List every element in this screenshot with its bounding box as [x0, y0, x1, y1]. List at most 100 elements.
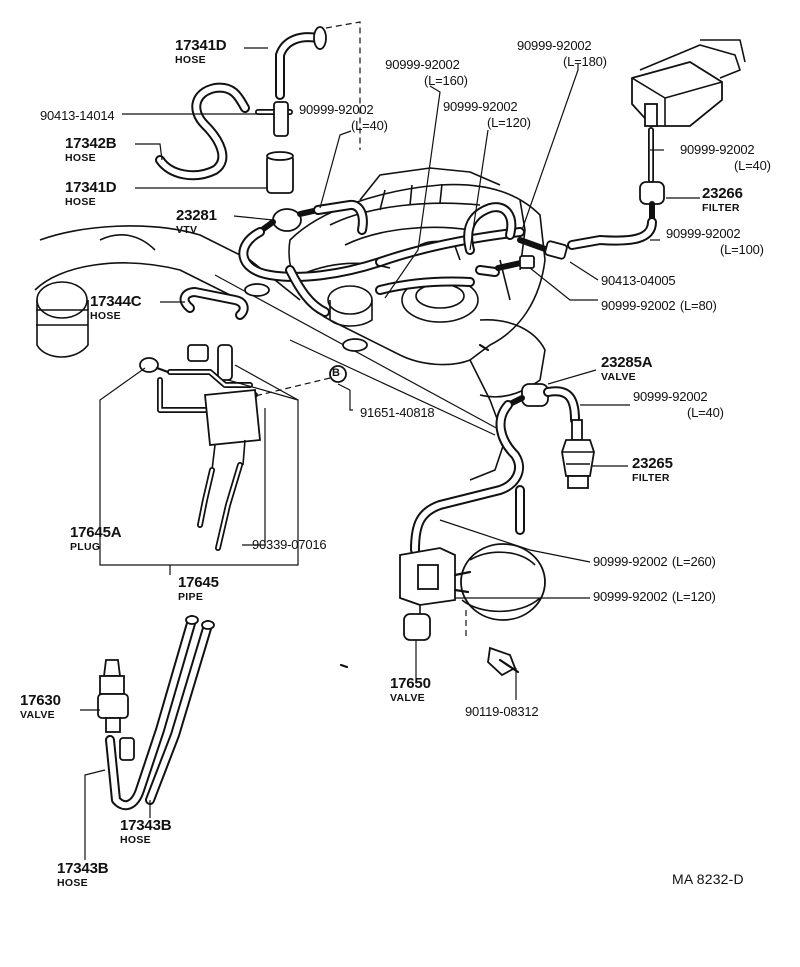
hose-length: (L=260)	[671, 554, 716, 569]
part-type: PLUG	[70, 541, 101, 553]
callout-b-letter: B	[332, 367, 340, 379]
label-90999-l120b: 90999-92002 (L=120)	[593, 589, 716, 605]
part-number: 17630	[20, 692, 61, 709]
label-90999-l100: 90999-92002 (L=100)	[666, 226, 764, 258]
leader-lines	[80, 47, 700, 860]
label-90999-l260: 90999-92002 (L=260)	[593, 554, 716, 570]
part-number: 17343B	[120, 817, 172, 834]
valve-17630-drawing	[97, 659, 129, 733]
label-17342b: 17342B HOSE	[65, 135, 117, 164]
label-17650: 17650 VALVE	[390, 676, 431, 704]
filter-23266-drawing	[639, 127, 665, 225]
connector-90413-14014	[255, 101, 293, 137]
label-23266: 23266 FILTER	[702, 186, 743, 214]
part-number: 90119-08312	[465, 704, 539, 719]
hose-length: (L=160)	[424, 73, 468, 88]
hose-length: (L=40)	[351, 118, 388, 133]
label-17344c: 17344C HOSE	[90, 293, 142, 322]
valve-23285a-drawing	[505, 383, 580, 425]
part-type: VALVE	[601, 371, 636, 383]
mark	[478, 343, 490, 352]
air-duct-drawing	[34, 225, 301, 358]
manifold-hoses	[285, 200, 525, 317]
part-number: 90999-92002	[593, 554, 668, 569]
part-type: PIPE	[178, 591, 204, 603]
part-number: 91651-40818	[360, 405, 435, 420]
part-number: 90999-92002	[601, 298, 676, 313]
label-90999-l40c: 90999-92002 (L=40)	[633, 389, 724, 421]
part-number: 90999-92002	[633, 389, 708, 404]
label-90413-04005: 90413-04005	[601, 273, 676, 289]
part-number: 90999-92002	[593, 589, 668, 604]
pipe-17645-drawing	[139, 344, 261, 551]
part-number: 17650	[390, 675, 431, 692]
valve-17650-drawing	[399, 543, 546, 641]
label-17341d-mid: 17341D HOSE	[65, 180, 117, 208]
bolt-90119-08312	[487, 646, 520, 677]
part-number: 90339-07016	[252, 537, 327, 552]
charcoal-canister-drawing	[631, 39, 746, 127]
label-17343b-a: 17343B HOSE	[120, 817, 172, 846]
part-number: 23285A	[601, 354, 653, 371]
hose-length: (L=120)	[671, 589, 716, 604]
label-17645: 17645 PIPE	[178, 575, 219, 603]
mark	[339, 663, 349, 669]
part-number: 90999-92002	[666, 226, 741, 241]
label-90999-l160: 90999-92002 (L=160)	[377, 57, 468, 89]
label-17341d-top: 17341D HOSE	[175, 38, 227, 66]
part-type: HOSE	[65, 196, 96, 208]
label-90413-14014: 90413-14014	[40, 108, 115, 124]
label-23281: 23281 VTV	[176, 208, 217, 236]
part-number: 17344C	[90, 293, 142, 310]
hose-17341d-mid	[266, 151, 294, 194]
connector-90413-04005	[495, 237, 568, 271]
guide-line	[214, 274, 501, 431]
hose-17341d-top	[275, 26, 327, 100]
label-90339-07016: 90339-07016	[252, 537, 327, 553]
hose-length: (L=40)	[734, 158, 771, 173]
label-91651-40818: 91651-40818	[360, 405, 435, 421]
hose-length: (L=120)	[487, 115, 531, 130]
hose-17344c-drawing	[179, 287, 249, 320]
filter-23265-drawing	[561, 419, 595, 489]
part-type: HOSE	[57, 877, 88, 889]
fitting	[244, 283, 270, 297]
hose-length: (L=80)	[679, 298, 717, 313]
part-number: 23281	[176, 207, 217, 224]
hose-length: (L=100)	[720, 242, 764, 257]
dashed-guide	[325, 21, 361, 150]
part-number: 90999-92002	[443, 99, 518, 114]
part-number: 23266	[702, 185, 743, 202]
hose-17343b-drawing	[105, 615, 215, 811]
part-number: 90999-92002	[517, 38, 592, 53]
part-type: VALVE	[20, 709, 55, 721]
part-type: FILTER	[632, 472, 670, 484]
label-90999-l40a: 90999-92002 (L=40)	[299, 102, 388, 134]
hose-length: (L=40)	[687, 405, 724, 420]
label-23265: 23265 FILTER	[632, 456, 673, 484]
part-number: 23265	[632, 455, 673, 472]
hose-l260	[410, 400, 525, 555]
label-90119-08312: 90119-08312	[465, 704, 539, 720]
part-number: 90999-92002	[299, 102, 374, 117]
part-type: FILTER	[702, 202, 740, 214]
part-type: VALVE	[390, 692, 425, 704]
label-17630: 17630 VALVE	[20, 693, 61, 721]
part-number: 17342B	[65, 135, 117, 152]
callout-b-circle	[329, 365, 347, 383]
part-number: 90999-92002	[385, 57, 460, 72]
part-number: 90413-04005	[601, 273, 676, 288]
label-90999-l40b: 90999-92002 (L=40)	[680, 142, 771, 174]
label-23285a: 23285A VALVE	[601, 354, 653, 383]
part-type: HOSE	[65, 152, 96, 164]
label-17343b-b: 17343B HOSE	[57, 861, 109, 889]
part-type: HOSE	[175, 54, 206, 66]
label-90999-l180: 90999-92002 (L=180)	[517, 38, 607, 70]
label-90999-l120a: 90999-92002 (L=120)	[443, 99, 531, 131]
part-number: 17645	[178, 574, 219, 591]
part-type: HOSE	[90, 310, 121, 322]
part-number: 90413-14014	[40, 108, 115, 123]
label-17645a: 17645A PLUG	[70, 525, 122, 553]
